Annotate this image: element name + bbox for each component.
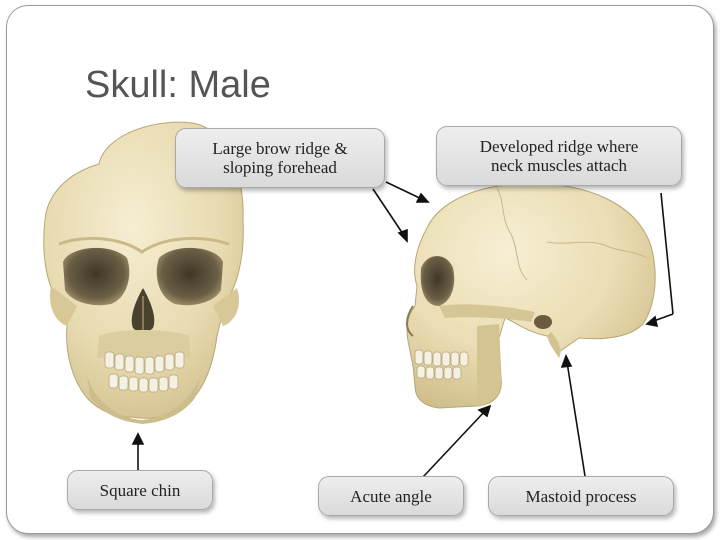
- pointer-lines: [131, 181, 674, 478]
- skull-illustrations: [43, 121, 674, 478]
- callout-neck-ridge: Developed ridge where neck muscles attac…: [436, 126, 682, 186]
- slide: Skull: Male: [6, 5, 714, 534]
- front-skull: [43, 121, 244, 424]
- side-skull: [406, 183, 656, 409]
- callout-brow-ridge: Large brow ridge & sloping forehead: [175, 128, 385, 188]
- callout-square-chin: Square chin: [67, 470, 213, 510]
- slide-title: Skull: Male: [85, 64, 271, 106]
- callout-acute-angle: Acute angle: [318, 476, 464, 516]
- callout-mastoid-process: Mastoid process: [488, 476, 674, 516]
